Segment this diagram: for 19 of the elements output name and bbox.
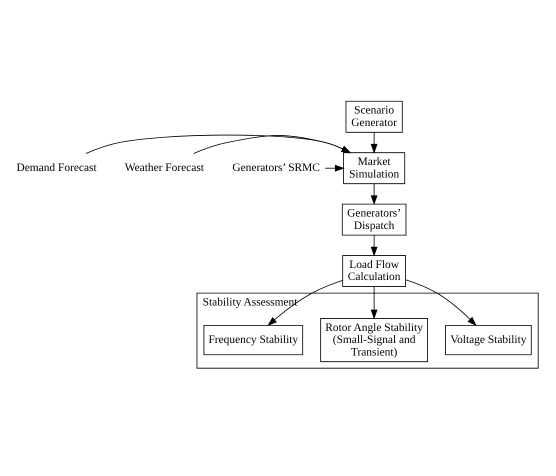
node-text: Weather Forecast: [124, 162, 204, 174]
node-text: Demand Forecast: [16, 162, 97, 174]
arrow: [267, 280, 344, 326]
arrow: [324, 164, 345, 172]
node-box: Generators’ Dispatch: [342, 204, 406, 236]
node-box: Scenario Generator: [346, 100, 403, 133]
arrow: [370, 184, 378, 206]
node-box: Market Simulation: [343, 152, 406, 184]
node-box: Load Flow Calculation: [342, 255, 406, 287]
node-box: Voltage Stability: [445, 324, 532, 356]
arrow: [370, 132, 378, 154]
arrow: [193, 135, 352, 154]
node-box: Rotor Angle Stability (Small-Signal and Transient): [320, 318, 428, 362]
arrow: [370, 234, 378, 257]
node-text: Generators’ SRMC: [232, 162, 320, 174]
arrow: [370, 286, 378, 320]
node-box: Frequency Stability: [204, 324, 304, 356]
arrow: [405, 279, 477, 326]
arrow: [85, 134, 352, 154]
